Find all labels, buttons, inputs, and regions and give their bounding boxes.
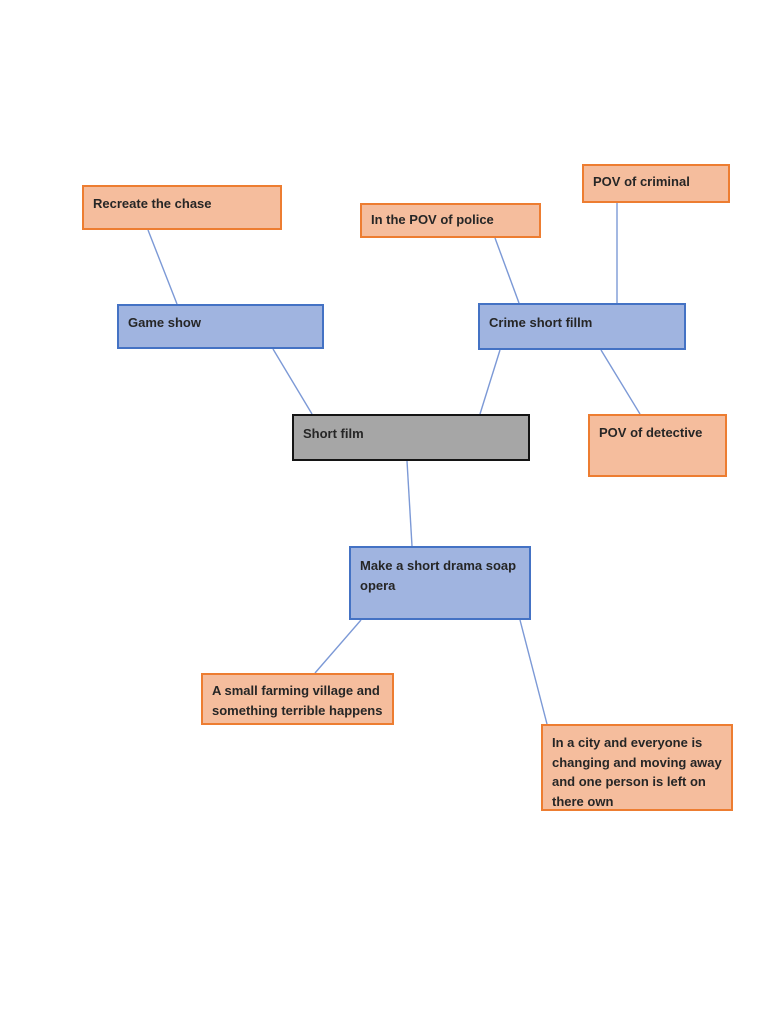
node-label: Game show	[128, 315, 201, 330]
node-crime-short-fillm[interactable]: Crime short fillm	[478, 303, 686, 350]
node-city-left-on-there-own[interactable]: In a city and everyone is changing and m…	[541, 724, 733, 811]
node-small-farming-village[interactable]: A small farming village and something te…	[201, 673, 394, 725]
node-label: Make a short drama soap opera	[360, 558, 517, 593]
node-game-show[interactable]: Game show	[117, 304, 324, 349]
node-pov-of-detective[interactable]: POV of detective	[588, 414, 727, 477]
node-label: In the POV of police	[371, 212, 494, 227]
node-recreate-the-chase[interactable]: Recreate the chase	[82, 185, 282, 230]
node-label: Crime short fillm	[489, 315, 593, 330]
node-label: Short film	[303, 426, 364, 441]
node-label: In a city and everyone is changing and m…	[552, 735, 722, 809]
node-make-a-short-drama-soap-opera[interactable]: Make a short drama soap opera	[349, 546, 531, 620]
node-label: Recreate the chase	[93, 196, 212, 211]
node-label: POV of detective	[599, 425, 703, 440]
node-short-film[interactable]: Short film	[292, 414, 530, 461]
node-pov-of-criminal[interactable]: POV of criminal	[582, 164, 730, 203]
node-label: A small farming village and something te…	[212, 683, 383, 718]
node-in-the-pov-of-police[interactable]: In the POV of police	[360, 203, 541, 238]
node-label: POV of criminal	[593, 174, 690, 189]
